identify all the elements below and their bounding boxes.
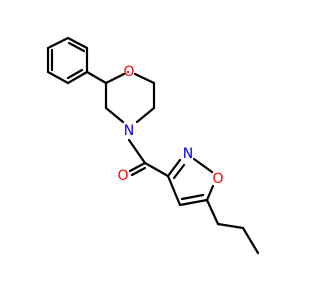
isoxazole-bond [192,157,214,174]
phenyl-bond [66,70,89,85]
phenyl-bond [46,36,70,50]
phenyl-ring [46,36,89,85]
morpholine-bond [104,72,126,85]
morpholine-bond [104,106,125,124]
morpholine-nitrogen-label: N [124,123,134,139]
isoxazole-bond [172,163,186,180]
isoxazole-bond [166,158,182,178]
phenyl-double-bond [66,68,84,80]
isoxazole-bond [166,174,182,207]
carbonyl-isoxazole-bond [143,161,170,178]
propyl-bond [241,226,260,255]
morpholine-ring [104,70,156,124]
propyl-chain [205,198,260,255]
isoxazole-ring [166,157,215,207]
phenyl-bond [46,70,70,85]
morpholine-oxygen-label: O [123,64,134,80]
phenyl-bond [66,36,89,50]
phenyl-morpholine-bond [85,70,108,85]
molecule-canvas: O N O N O [46,36,260,255]
propyl-bond [205,198,220,226]
carbonyl-double-bond [128,161,147,173]
morpholine-bond [135,106,156,124]
carbonyl-double-bond [130,166,147,177]
isoxazole-nitrogen-label: N [183,146,193,162]
isoxazole-bond [180,193,205,201]
isoxazole-oxygen-label: O [212,171,223,187]
morpholine-bond [133,72,156,85]
phenyl-double-bond [67,41,86,53]
carbonyl-oxygen-label: O [117,168,128,184]
amide-bond [127,138,147,165]
isoxazole-bond [205,184,215,202]
molecule-structure: O N O N O [46,36,260,255]
propyl-bond [216,222,245,230]
isoxazole-bond [178,198,209,207]
